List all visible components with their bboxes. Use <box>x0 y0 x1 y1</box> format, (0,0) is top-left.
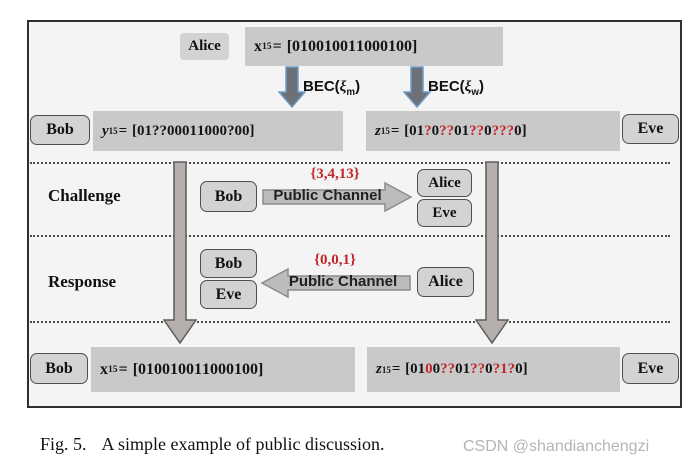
alice-badge-challenge: Alice <box>417 169 472 197</box>
figure-caption: Fig. 5. A simple example of public discus… <box>40 434 384 455</box>
bec-main-arrow-icon <box>278 66 306 108</box>
caption-text: A simple example of public discussion. <box>101 434 385 454</box>
response-label: Response <box>48 272 117 291</box>
figure-frame <box>27 20 682 408</box>
eve-timeline-arrow-icon <box>475 161 509 344</box>
dotted-separator-3 <box>30 321 670 323</box>
challenge-label: Challenge <box>48 186 121 205</box>
bec-wiretap-label: BEC(ξw) <box>428 78 484 98</box>
public-channel-label-challenge: Public Channel <box>273 187 382 204</box>
bob-badge-row2: Bob <box>30 115 90 145</box>
bec-wiretap-arrow-icon <box>403 66 431 108</box>
response-message: {0,0,1} <box>314 252 356 268</box>
bec-main-sub: m <box>346 87 356 98</box>
eve-badge-row2: Eve <box>622 114 679 144</box>
watermark-text: CSDN @shandianchengzi <box>463 438 650 455</box>
bob-badge-challenge: Bob <box>200 181 257 212</box>
dotted-separator-1 <box>30 162 670 164</box>
bec-wiretap-sub: w <box>471 87 480 98</box>
bob-badge-bottom: Bob <box>30 353 88 384</box>
alice-badge-response: Alice <box>417 267 474 297</box>
eve-badge-challenge: Eve <box>417 199 472 227</box>
public-channel-arrow-left-icon <box>260 267 411 299</box>
bec-main-label: BEC(ξm) <box>303 78 360 98</box>
bec-main-pre: BEC( <box>303 78 340 95</box>
eve-badge-bottom: Eve <box>622 353 679 384</box>
public-channel-label-response: Public Channel <box>288 273 398 290</box>
alice-badge-top: Alice <box>180 33 229 60</box>
xi-symbol: ξ <box>464 79 472 95</box>
bec-main-post: ) <box>355 78 361 95</box>
bob-badge-response: Bob <box>200 249 257 278</box>
bec-wiretap-post: ) <box>479 78 485 95</box>
figure-number: Fig. 5. <box>40 434 87 454</box>
public-channel-arrow-right-icon <box>262 181 413 213</box>
bob-timeline-arrow-icon <box>163 161 197 344</box>
bec-wiretap-pre: BEC( <box>428 78 465 95</box>
xi-symbol: ξ <box>339 79 347 95</box>
challenge-message: {3,4,13} <box>310 166 360 182</box>
eve-badge-response: Eve <box>200 280 257 309</box>
dotted-separator-2 <box>30 235 670 237</box>
